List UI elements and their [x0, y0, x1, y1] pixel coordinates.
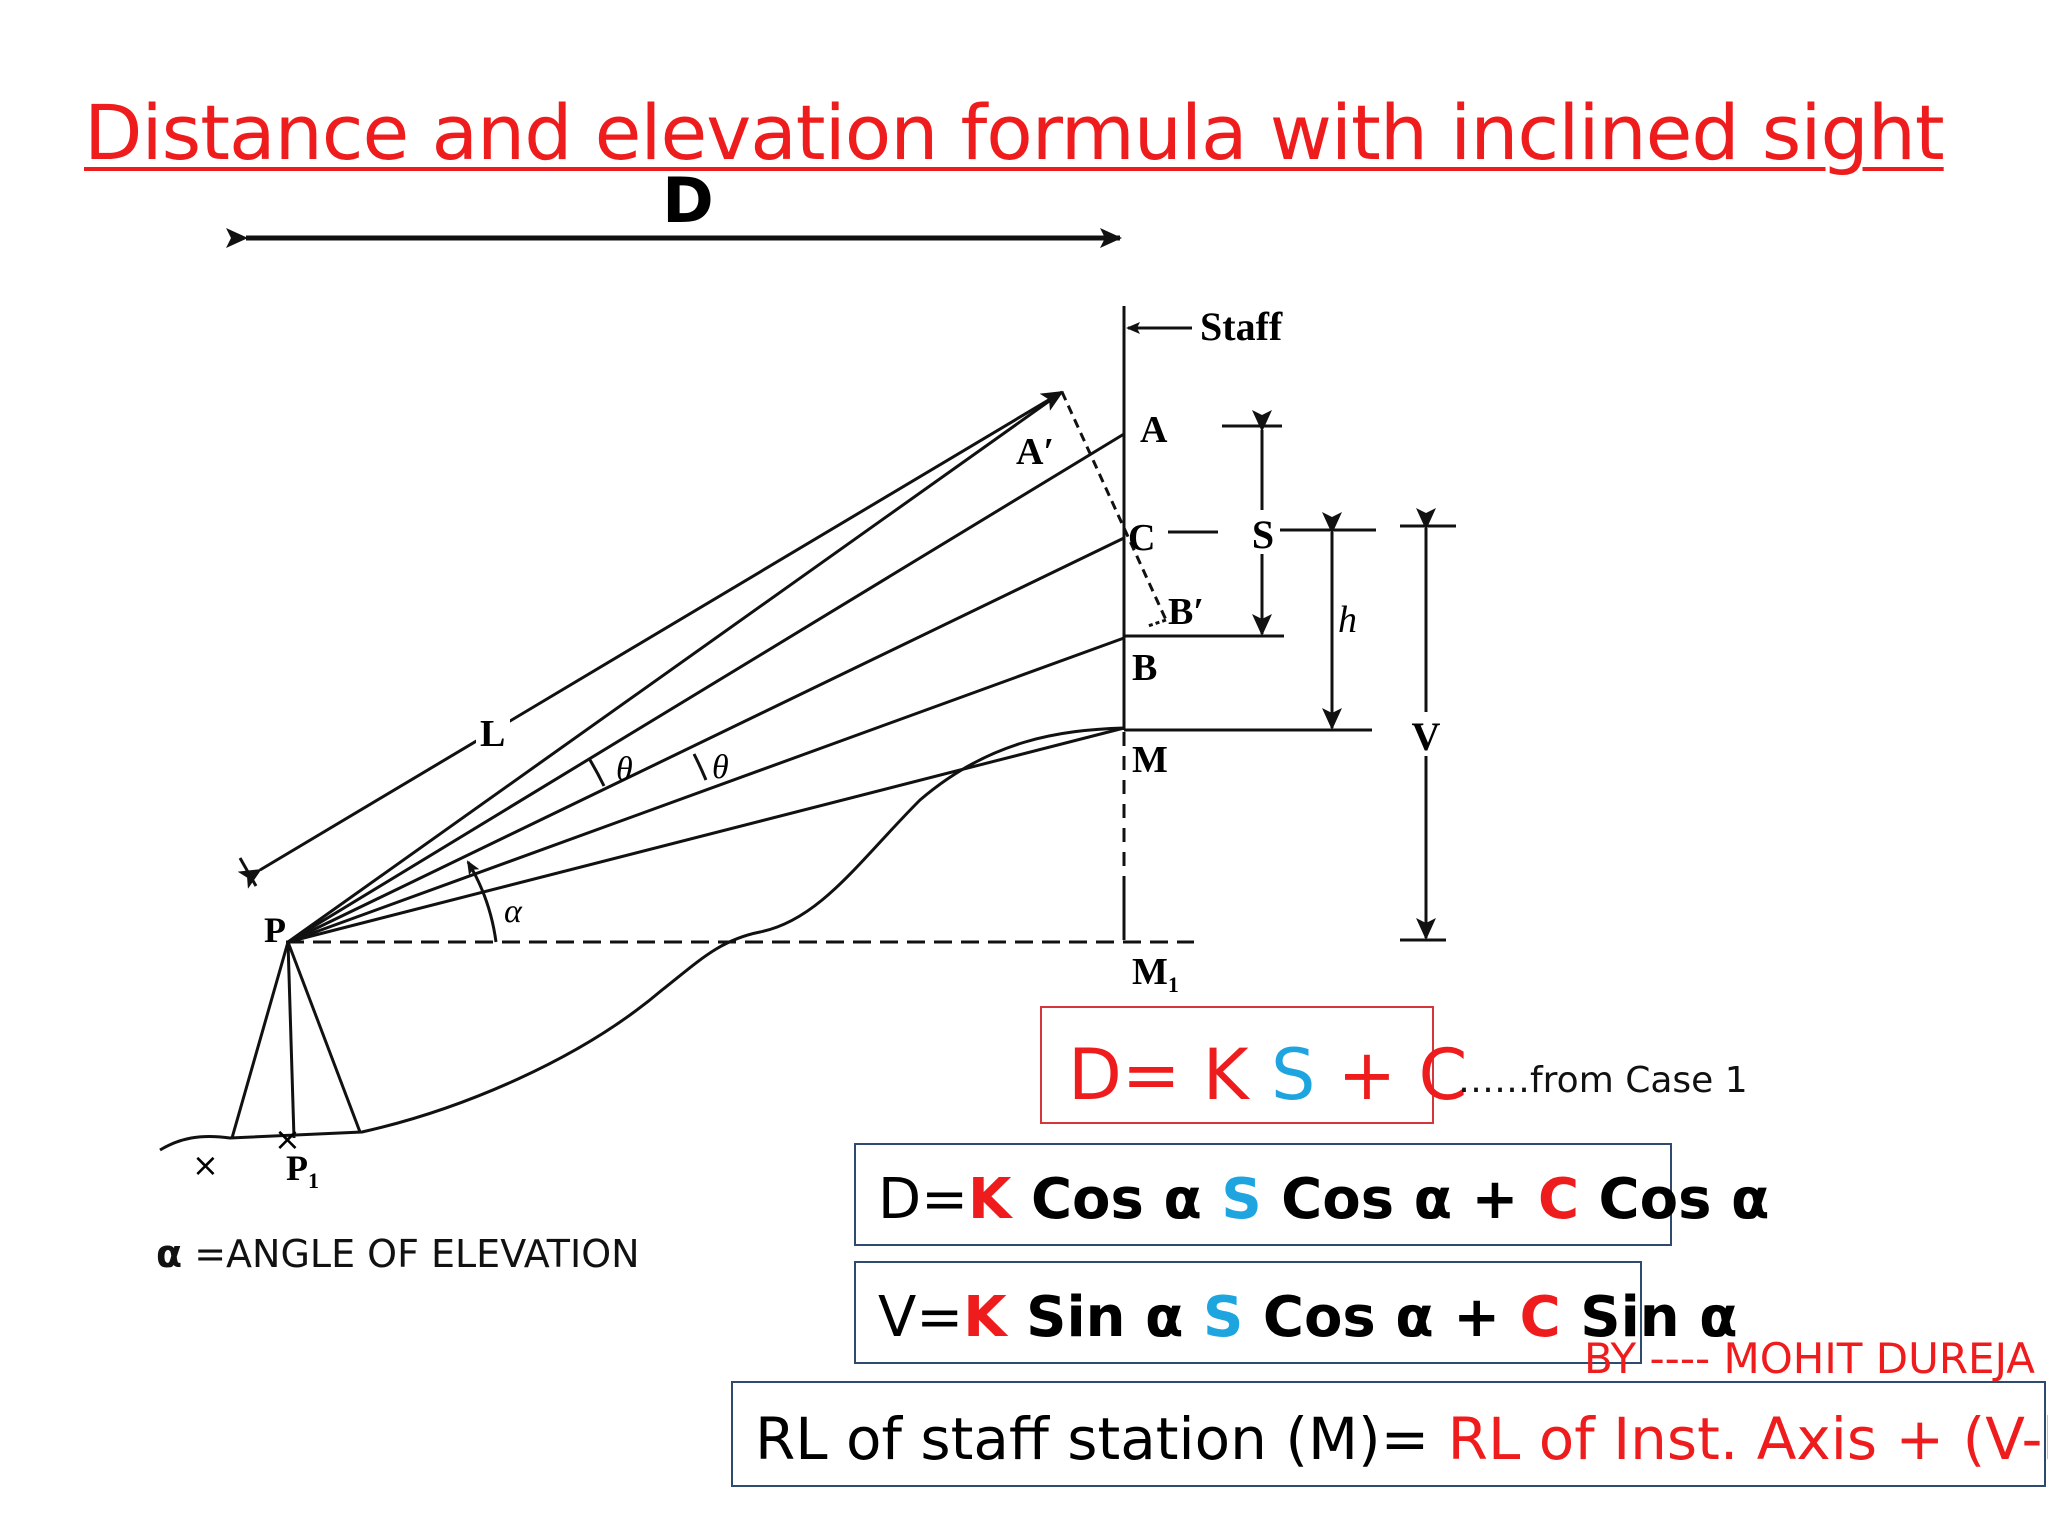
- tripod-leg-center: [286, 941, 296, 1139]
- theta-arc-1: [588, 759, 606, 787]
- l-dimension-arrow: [237, 390, 1064, 889]
- staff-label: Staff: [1200, 304, 1283, 349]
- point-b-prime-label: B′: [1168, 591, 1204, 633]
- formula-box-3: V=K Sin α S Cos α + C Sin α: [854, 1261, 1738, 1364]
- v-label: V: [1412, 714, 1441, 759]
- sight-line-m: [287, 726, 1125, 944]
- author-credit: BY ---- MOHIT DUREJA: [1584, 1334, 2035, 1383]
- theta-arc-2: [692, 753, 708, 781]
- point-m1-label: M1: [1132, 951, 1179, 997]
- sight-line-c: [287, 536, 1125, 944]
- theta-label-1: θ: [616, 751, 633, 788]
- theta-label-2: θ: [712, 749, 729, 786]
- point-a-label: A: [1140, 409, 1168, 451]
- point-b-label: B: [1132, 647, 1157, 689]
- point-p1-label: P1: [286, 1148, 319, 1193]
- tripod-leg-right: [286, 941, 362, 1133]
- formula1-note: ……from Case 1: [1458, 1060, 1748, 1101]
- l-label: L: [480, 713, 505, 755]
- alpha-definition: α =ANGLE OF ELEVATION: [156, 1232, 640, 1276]
- formula-box-2: D=K Cos α S Cos α + C Cos α: [854, 1143, 1769, 1246]
- sight-line-a: [287, 432, 1125, 944]
- point-a-prime-label: A′: [1016, 431, 1054, 473]
- point-m-label: M: [1132, 739, 1168, 781]
- cross-mark-2: ×: [274, 1120, 301, 1158]
- a-prime-b-prime-line: [1060, 391, 1168, 621]
- alpha-arc: [466, 860, 498, 943]
- cross-mark-1: ×: [192, 1146, 219, 1184]
- page-title: Distance and elevation formula with incl…: [84, 88, 1945, 177]
- tripod-leg-left: [230, 941, 290, 1139]
- ground-profile: [159, 726, 1125, 1152]
- formula-box-4: RL of staff station (M)= RL of Inst. Axi…: [731, 1381, 2048, 1487]
- s-label: S: [1252, 512, 1274, 557]
- d-label: D: [662, 164, 713, 237]
- sight-line-b: [287, 636, 1125, 944]
- alpha-label: α: [504, 893, 523, 930]
- point-c-label: C: [1128, 517, 1155, 559]
- formula-box-1: D= K S + C: [1040, 1006, 1467, 1124]
- point-p-label: P: [264, 910, 286, 950]
- h-label: h: [1338, 599, 1357, 641]
- sight-line-a-prime: [287, 390, 1063, 944]
